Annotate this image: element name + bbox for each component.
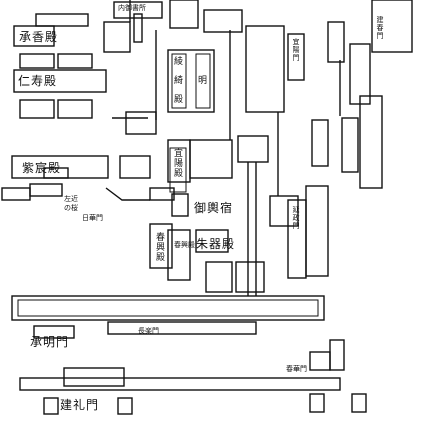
building-outline xyxy=(287,33,305,81)
shokyoden-label: 承香殿 xyxy=(19,30,59,44)
building-outline xyxy=(1,187,31,201)
building-outline xyxy=(169,147,187,193)
wall-outline xyxy=(17,299,319,317)
building-outline xyxy=(341,117,359,173)
building-outline xyxy=(13,69,107,93)
building-outline xyxy=(195,229,229,253)
building-outline xyxy=(19,53,55,69)
building-outline xyxy=(235,261,265,293)
shomeimon-label: 明 xyxy=(198,76,208,86)
giyomon-label: 宜陽門 xyxy=(292,38,300,62)
building-outline xyxy=(189,139,233,179)
building-outline xyxy=(171,193,189,217)
corridor-line xyxy=(105,187,150,201)
top-right-gate-label: 建春門 xyxy=(376,16,384,40)
building-outline xyxy=(171,53,187,109)
building-outline xyxy=(167,49,215,113)
building-outline xyxy=(371,0,413,53)
sakura-label: の桜 xyxy=(64,204,78,212)
gate-marker xyxy=(351,393,367,413)
building-outline xyxy=(149,187,175,201)
wall-outline xyxy=(107,321,257,335)
shishinden-label: 紫宸殿 xyxy=(22,161,62,175)
gate-marker xyxy=(309,393,325,413)
shukidoden-label: 朱器殿 xyxy=(196,237,236,251)
building-outline xyxy=(349,43,371,105)
building-outline xyxy=(195,53,211,109)
sakon-label: 左近 xyxy=(64,195,78,203)
naishodokoro-label: 内御書所 xyxy=(118,4,146,12)
building-outline xyxy=(245,25,285,113)
building-outline xyxy=(237,135,269,163)
building-outline xyxy=(35,13,89,27)
kenreimon-label: 建礼門 xyxy=(60,398,100,412)
building-outline xyxy=(311,119,329,167)
building-outline xyxy=(57,99,93,119)
nikkamon-label: 日華門 xyxy=(82,214,103,222)
wall-outline xyxy=(63,367,125,387)
wall-outline xyxy=(33,325,75,339)
building-outline xyxy=(125,111,157,135)
jojuden-label: 仁寿殿 xyxy=(18,74,58,88)
enseimon-label: 延政門 xyxy=(292,206,300,230)
building-outline xyxy=(29,183,63,197)
building-outline xyxy=(57,53,93,69)
gishuden-bot-label: 殿 xyxy=(174,95,184,105)
building-outline xyxy=(327,21,345,63)
shunkamon-label: 春華門 xyxy=(286,365,307,373)
kohoden-short-label: 春興殿 xyxy=(174,241,195,249)
gishuden-mid-label: 綺 xyxy=(174,76,184,86)
building-outline xyxy=(113,1,163,19)
wall-outline xyxy=(11,295,325,321)
giyoden-label: 宜陽殿 xyxy=(172,148,182,178)
building-outline xyxy=(19,99,55,119)
building-outline xyxy=(269,195,299,227)
building-outline xyxy=(149,223,173,269)
building-outline xyxy=(169,0,199,29)
building-outline xyxy=(305,185,329,277)
jomeimon-label: 承明門 xyxy=(30,335,70,349)
mikishindokoro-label: 御輿宿 xyxy=(194,201,234,215)
building-outline xyxy=(205,261,233,293)
wall-outline xyxy=(309,351,331,371)
gate-marker xyxy=(117,397,133,415)
kohoden-label: 春興殿 xyxy=(154,232,164,262)
wall-outline xyxy=(19,377,341,391)
building-outline xyxy=(13,25,55,47)
chorakumon-label: 長楽門 xyxy=(138,327,159,335)
building-outline xyxy=(119,155,151,179)
building-outline xyxy=(167,229,191,281)
building-outline xyxy=(43,167,69,179)
wall-outline xyxy=(329,339,345,371)
building-outline xyxy=(203,9,243,33)
gate-marker xyxy=(43,397,59,415)
building-outline xyxy=(359,95,383,189)
building-outline xyxy=(103,21,131,53)
building-outline xyxy=(133,13,143,43)
gishuden-top-label: 綾 xyxy=(174,57,184,67)
